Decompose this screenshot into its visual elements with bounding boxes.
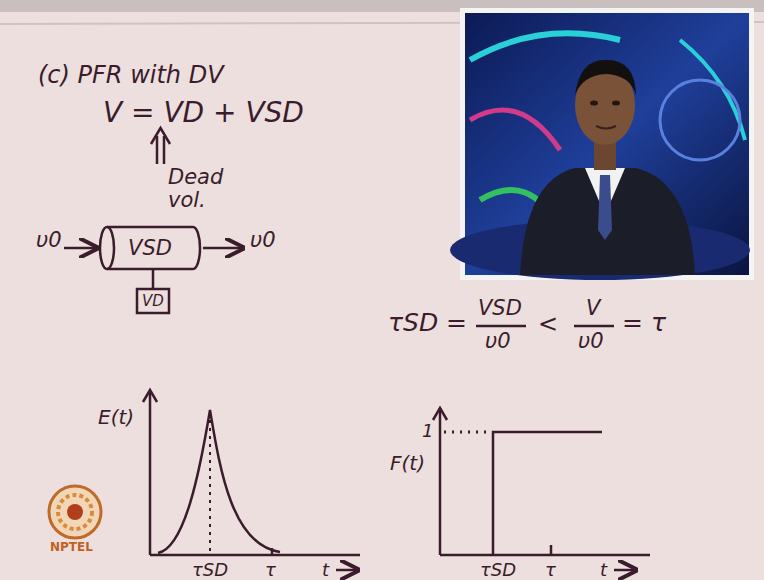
axis-tick-label: 1 (422, 421, 433, 441)
equation-term: τSD = (388, 309, 467, 337)
video-inset (450, 8, 754, 280)
dead-volume-box: VD (136, 288, 170, 314)
equation-term: υ0 (485, 330, 511, 353)
flow-rate: υ0 (250, 229, 276, 252)
fraction-bar (574, 325, 614, 328)
inlet-arrow (64, 247, 97, 250)
e-curve-plot (143, 390, 360, 570)
axis-tick-label: τSD (192, 560, 228, 580)
axis-label: F(t) (390, 452, 425, 474)
equation-term: υ0 (578, 330, 604, 353)
equation-term: < (538, 311, 558, 337)
volume-equation: V = VD + VSD (103, 98, 304, 129)
axis-label: t (322, 560, 329, 580)
pointer-arrow (151, 128, 170, 164)
node-label: VD (136, 288, 170, 310)
flow-rate: υ0 (36, 229, 62, 252)
axis-tick-label: τ (545, 560, 556, 580)
outlet-arrow (203, 247, 243, 250)
equation-term: VSD (478, 297, 522, 320)
logo-text: NPTEL (50, 541, 93, 554)
axis-label: E(t) (98, 406, 134, 428)
nptel-logo (49, 486, 101, 538)
axis-tick-label: τSD (480, 560, 516, 580)
slide-heading: (c) PFR with DV (38, 62, 224, 88)
equation-term: V (586, 297, 600, 320)
axis-tick-label: τ (265, 560, 276, 580)
fraction-bar (476, 325, 526, 328)
connector-line (152, 270, 155, 288)
f-curve-plot (433, 408, 650, 570)
dead-volume-note: Dead vol. (168, 166, 230, 212)
axis-label: t (600, 560, 607, 580)
node-label: VSD (100, 226, 200, 260)
reactor-cylinder: VSD (100, 226, 200, 270)
equation-term: = τ (622, 309, 666, 337)
